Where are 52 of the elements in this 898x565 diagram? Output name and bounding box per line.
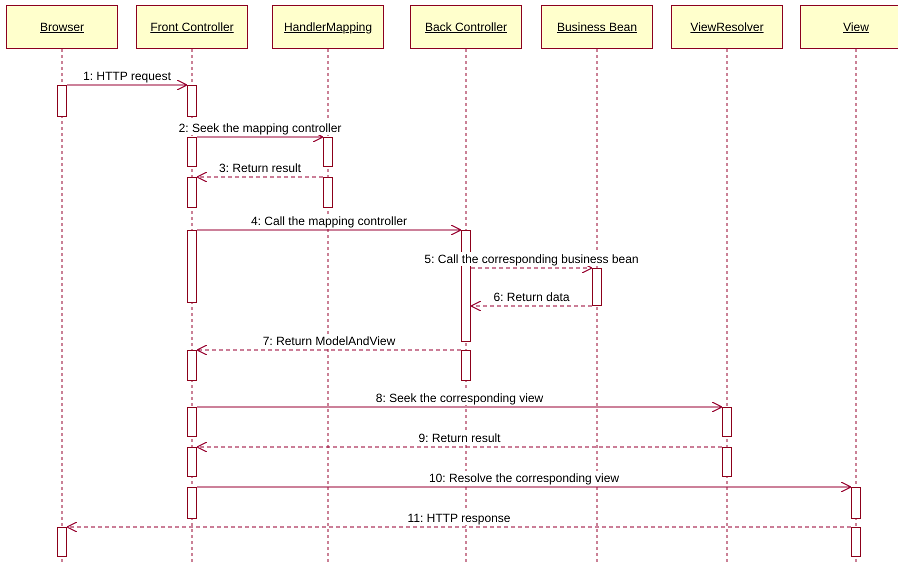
activation-bar [592,268,602,306]
message-label: 7: Return ModelAndView [260,334,398,348]
message-label: 3: Return result [216,161,304,175]
activation-bar [851,527,861,557]
participant-name: HandlerMapping [284,20,372,34]
message-label: 5: Call the corresponding business bean [422,252,641,266]
message-label: 10: Resolve the corresponding view [426,471,622,485]
message-label: 2: Seek the mapping controller [176,121,344,135]
participant-name: Business Bean [556,20,638,34]
activation-bar [461,350,471,381]
activation-bar [722,407,732,437]
participant-name: Front Controller [150,20,234,34]
activation-bar [187,447,197,477]
activation-bar [851,487,861,519]
activation-bar [57,527,67,557]
activation-bar [187,85,197,117]
participant-box [800,5,898,49]
message-arrow [66,79,188,91]
participant-name: Back Controller [424,20,508,34]
message-label: 11: HTTP response [406,511,512,525]
participant-name: ViewResolver [690,20,764,34]
message-arrow [196,224,462,236]
message-arrow [196,441,722,453]
activation-bar [187,137,197,167]
activation-bar [57,85,67,117]
participant-box [272,5,384,49]
activation-bar [187,350,197,381]
activation-bar [187,177,197,208]
message-arrow [196,401,723,413]
participant-box [541,5,653,49]
participant-box [410,5,522,49]
message-arrow [470,300,592,312]
message-arrow [196,481,852,493]
participant-name: View [843,20,869,34]
activation-bar [187,230,197,303]
participant-box [136,5,248,49]
activation-bar [187,407,197,437]
activation-bar [722,447,732,477]
message-arrow [196,171,324,183]
message-label: 1: HTTP request [81,69,173,83]
message-label: 4: Call the mapping controller [248,214,410,228]
activation-bar [323,137,333,167]
message-label: 6: Return data [491,290,572,304]
participant-box [671,5,783,49]
activation-bar [323,177,333,208]
message-arrow [66,521,852,533]
message-arrow [196,344,462,356]
message-label: 8: Seek the corresponding view [374,391,546,405]
participant-name: Browser [40,20,84,34]
participant-box [6,5,118,49]
activation-bar [187,487,197,519]
message-label: 9: Return result [416,431,503,445]
